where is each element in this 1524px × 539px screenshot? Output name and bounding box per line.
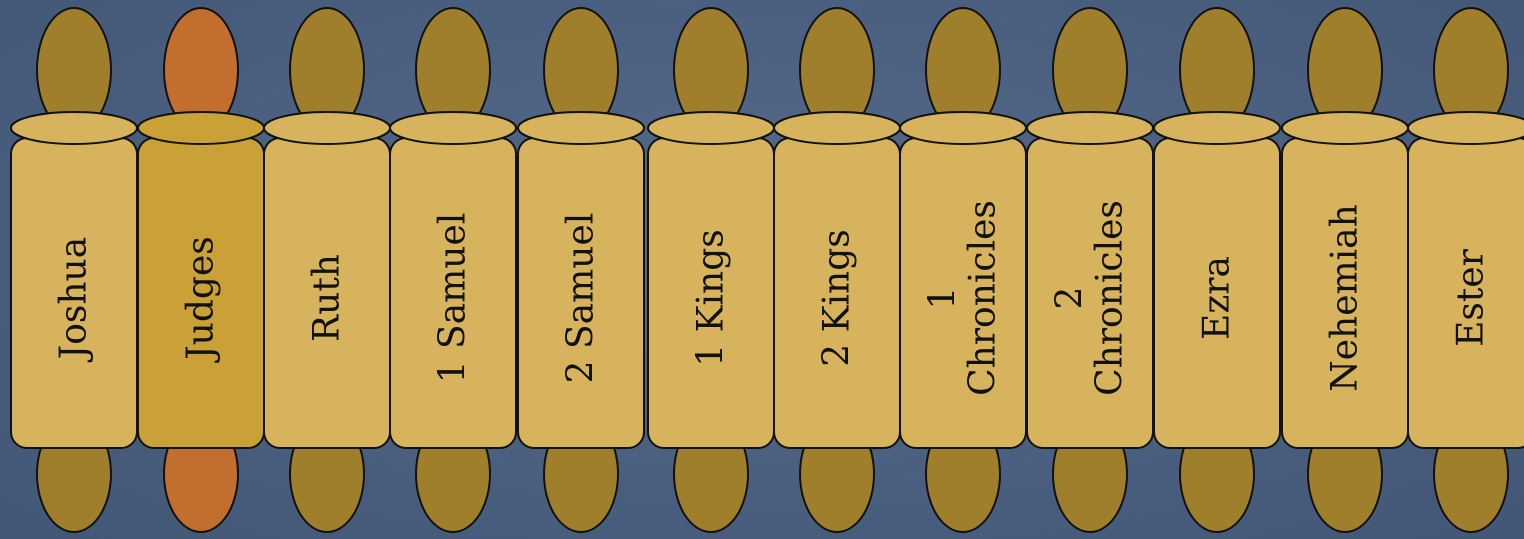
- scroll-label-line: 1 Kings: [691, 229, 732, 366]
- scroll-label-line: Judges: [181, 236, 222, 364]
- scroll-9[interactable]: Ezra: [1154, 8, 1280, 532]
- scroll-3[interactable]: 1 Samuel: [390, 8, 516, 532]
- scroll-label-line: Ruth: [307, 254, 348, 342]
- scroll-label: 2 Samuel: [561, 213, 602, 384]
- scroll-label: Nehemiah: [1325, 204, 1366, 392]
- scroll-label-line: Ester: [1451, 248, 1492, 347]
- scroll-11[interactable]: Ester: [1408, 8, 1524, 532]
- scroll-top-cap: [264, 112, 390, 144]
- scroll-label: Joshua: [54, 237, 95, 363]
- scroll-top-cap: [1027, 112, 1153, 144]
- scroll-1[interactable]: Judges: [138, 8, 264, 532]
- scroll-10[interactable]: Nehemiah: [1282, 8, 1408, 532]
- scroll-top-cap: [138, 112, 264, 144]
- scroll-6[interactable]: 2 Kings: [774, 8, 900, 532]
- scroll-0[interactable]: Joshua: [11, 8, 137, 532]
- scroll-2[interactable]: Ruth: [264, 8, 390, 532]
- scroll-top-cap: [390, 112, 516, 144]
- scroll-top-cap: [1282, 112, 1408, 144]
- scroll-label: 2 Kings: [817, 229, 858, 366]
- scroll-5[interactable]: 1 Kings: [648, 8, 774, 532]
- scroll-4[interactable]: 2 Samuel: [518, 8, 644, 532]
- scroll-top-cap: [11, 112, 137, 144]
- scroll-label-line: 2 Samuel: [561, 213, 602, 384]
- scroll-label-line: Joshua: [54, 237, 95, 363]
- scroll-label: Ester: [1451, 248, 1492, 347]
- scroll-label-line: Chronicles: [963, 200, 1004, 396]
- scroll-label-line: 2 Kings: [817, 229, 858, 366]
- scroll-label-line: 2: [1050, 287, 1091, 310]
- scroll-label: Ruth: [307, 254, 348, 342]
- scroll-label: 1 Kings: [691, 229, 732, 366]
- scroll-label-line: 1 Samuel: [433, 213, 474, 384]
- scroll-top-cap: [1154, 112, 1280, 144]
- scroll-top-cap: [518, 112, 644, 144]
- scroll-label: Ezra: [1197, 256, 1238, 340]
- scroll-label-line: Chronicles: [1090, 200, 1131, 396]
- scroll-top-cap: [774, 112, 900, 144]
- scroll-top-cap: [648, 112, 774, 144]
- scroll-top-cap: [900, 112, 1026, 144]
- scroll-label: 1 Samuel: [433, 213, 474, 384]
- scroll-top-cap: [1408, 112, 1524, 144]
- scroll-label: Judges: [181, 236, 222, 364]
- scroll-label-line: 1: [923, 287, 964, 310]
- scroll-label-line: Nehemiah: [1325, 204, 1366, 392]
- scroll-label-line: Ezra: [1197, 256, 1238, 340]
